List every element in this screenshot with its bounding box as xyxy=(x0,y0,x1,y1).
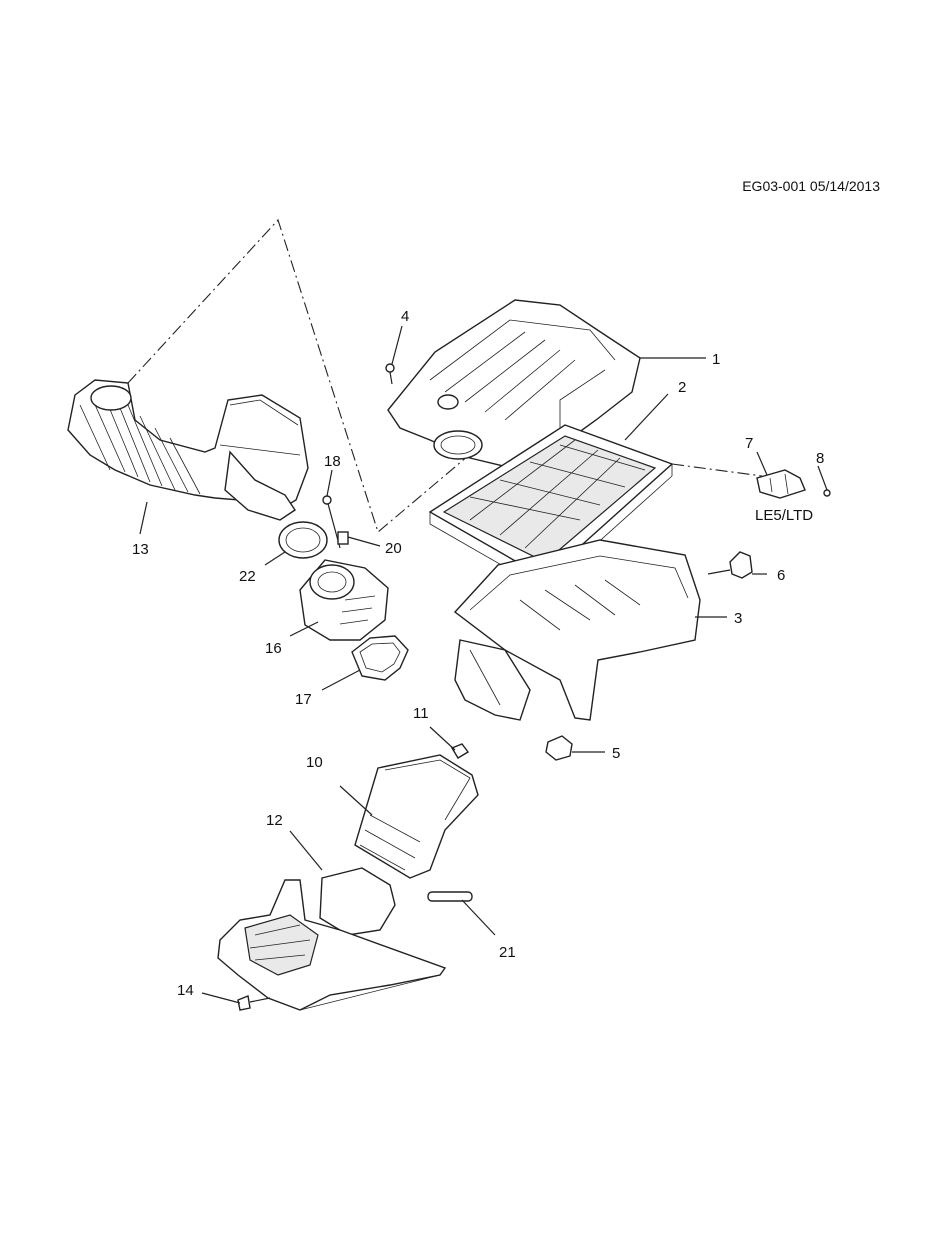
callout-13: 13 xyxy=(132,541,149,558)
callout-16: 16 xyxy=(265,640,282,657)
callout-17: 17 xyxy=(295,691,312,708)
push-pin-part-11 xyxy=(450,743,470,759)
callout-21: 21 xyxy=(499,944,516,961)
hose-part-21 xyxy=(427,891,473,902)
throttle-body xyxy=(299,559,389,641)
throttle-gasket xyxy=(351,635,409,681)
callout-10: 10 xyxy=(306,754,323,771)
callout-18: 18 xyxy=(324,453,341,470)
air-cleaner-lower-housing xyxy=(453,539,701,721)
callout-14: 14 xyxy=(177,982,194,999)
leader-lines xyxy=(139,325,828,1004)
callout-7: 7 xyxy=(745,435,753,452)
air-duct-resonator xyxy=(354,754,479,879)
grommet-part-5 xyxy=(545,735,573,761)
screw-part-8 xyxy=(823,489,831,497)
callout-6: 6 xyxy=(777,567,785,584)
callout-4: 4 xyxy=(401,308,409,325)
callout-1: 1 xyxy=(712,351,720,368)
callout-5: 5 xyxy=(612,745,620,762)
air-cleaner-upper-housing xyxy=(387,299,641,471)
clamp-part-22 xyxy=(278,521,328,559)
callout-12: 12 xyxy=(266,812,283,829)
stud-part-20 xyxy=(337,531,349,545)
callout-20: 20 xyxy=(385,540,402,557)
connection-line-sensor xyxy=(671,463,763,477)
grommet-part-6 xyxy=(707,551,753,579)
callout-22: 22 xyxy=(239,568,256,585)
push-pin-part-14 xyxy=(237,995,271,1011)
callout-2: 2 xyxy=(678,379,686,396)
callout-3: 3 xyxy=(734,610,742,627)
lower-inlet-duct xyxy=(217,867,447,1011)
intake-duct xyxy=(67,379,309,521)
callout-8: 8 xyxy=(816,450,824,467)
connection-line-upper xyxy=(127,218,469,533)
variant-label: LE5/LTD xyxy=(755,507,813,524)
callout-11: 11 xyxy=(413,705,429,722)
diagram-reference: EG03-001 05/14/2013 xyxy=(742,178,880,194)
screw-part-4 xyxy=(385,363,395,385)
mass-airflow-sensor-part-7 xyxy=(756,469,806,499)
